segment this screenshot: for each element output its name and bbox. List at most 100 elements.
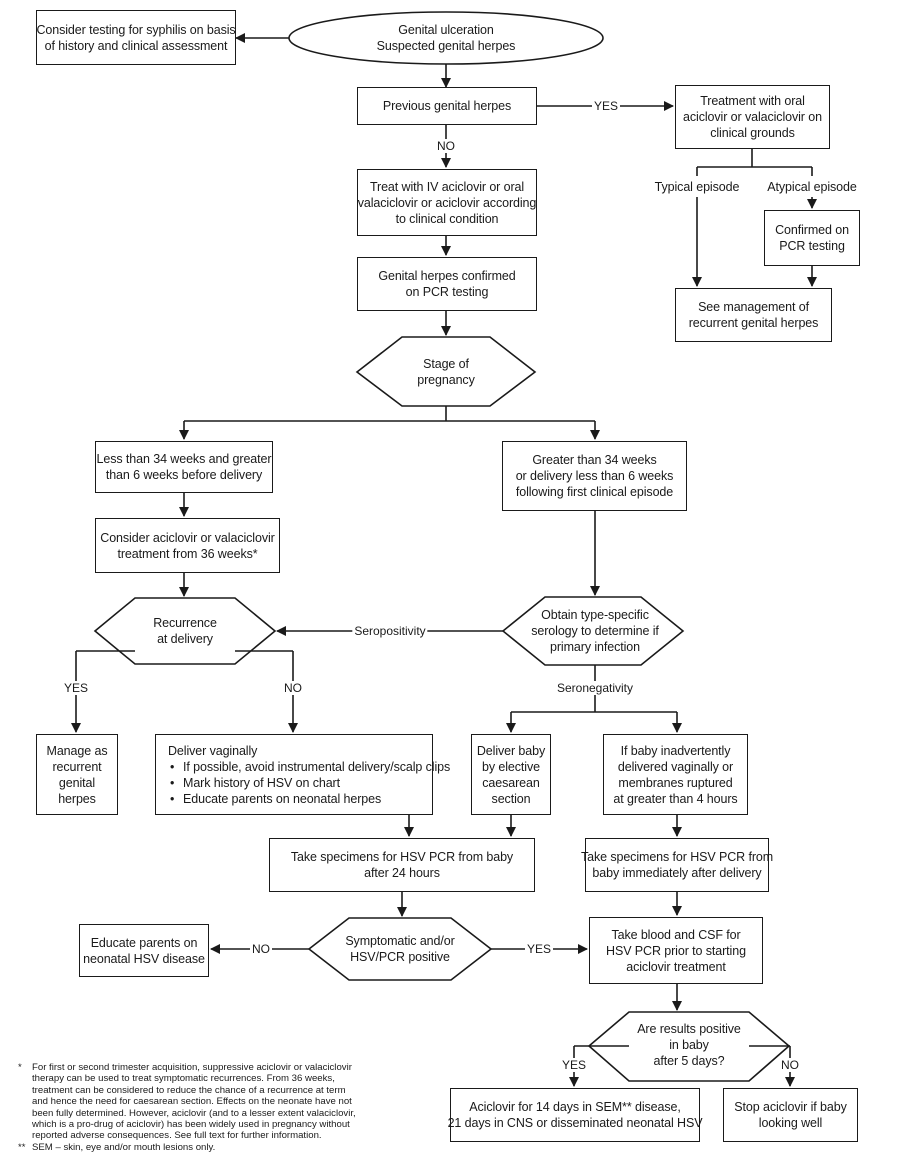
specimens-immediate-line-2: baby immediately after delivery bbox=[592, 866, 762, 880]
inadvertent-line-1: If baby inadvertently bbox=[620, 743, 731, 758]
no-symptomatic-label: NO bbox=[250, 942, 272, 956]
symptomatic-line-1: Symptomatic and/or bbox=[345, 934, 455, 948]
less34-line-2: than 6 weeks before delivery bbox=[105, 468, 263, 482]
caesarean-box: Deliver baby by elective caesarean secti… bbox=[471, 734, 551, 815]
herpes-confirmed-box: Genital herpes confirmed on PCR testing bbox=[357, 257, 537, 311]
symptomatic-line-2: HSV/PCR positive bbox=[350, 950, 450, 964]
footnote-1-mark: * bbox=[18, 1062, 22, 1073]
footnotes: * For first or second trimester acquisiti… bbox=[18, 1062, 363, 1153]
footnote-2-text-1: SEM – skin, eye and/or mouth lesions onl… bbox=[32, 1141, 216, 1153]
stage-line-1: Stage of bbox=[423, 357, 469, 371]
footnote-1-line-6: which is a pro-drug of aciclovir) has be… bbox=[32, 1119, 350, 1131]
blood-line-1: Take blood and CSF for bbox=[611, 927, 741, 942]
stage-of-pregnancy-node: Stage of pregnancy bbox=[400, 350, 492, 394]
caesarean-line-4: section bbox=[491, 791, 531, 806]
aciclovir-14-days-box: Aciclovir for 14 days in SEM** disease, … bbox=[447, 1088, 703, 1142]
oral-treatment-box: Treatment with oral aciclovir or valacic… bbox=[675, 85, 830, 149]
herpes-confirmed-line-1: Genital herpes confirmed bbox=[378, 269, 516, 283]
serology-line-3: primary infection bbox=[550, 640, 640, 654]
see-management-line-2: recurrent genital herpes bbox=[688, 316, 819, 330]
inadvertent-line-3: membranes ruptured bbox=[618, 775, 733, 790]
footnote-2-line-1: ** SEM – skin, eye and/or mouth lesions o… bbox=[18, 1142, 363, 1153]
inadvertent-delivery-box: If baby inadvertently delivered vaginall… bbox=[603, 734, 748, 815]
aciclovir14-line-2: 21 days in CNS or disseminated neonatal … bbox=[447, 1116, 703, 1130]
specimens-immediate-line-1: Take specimens for HSV PCR from bbox=[580, 850, 774, 864]
educate-line-1: Educate parents on bbox=[90, 935, 198, 950]
previous-line-1: Previous genital herpes bbox=[382, 99, 512, 113]
serology-line-1: Obtain type-specific bbox=[541, 608, 649, 622]
no-previous-label: NO bbox=[435, 139, 457, 153]
deliver-bullet-2: Mark history of HSV on chart bbox=[168, 775, 340, 791]
iv-treatment-box: Treat with IV aciclovir or oral valacicl… bbox=[357, 169, 537, 236]
herpes-confirmed-line-2: on PCR testing bbox=[405, 285, 489, 299]
specimens24-line-2: after 24 hours bbox=[364, 866, 440, 880]
inadvertent-line-4: at greater than 4 hours bbox=[613, 791, 738, 806]
caesarean-line-2: by elective bbox=[482, 759, 540, 774]
see-management-line-1: See management of bbox=[698, 300, 809, 314]
footnote-2-mark: ** bbox=[18, 1141, 26, 1153]
manage-line-1: Manage as bbox=[46, 743, 108, 758]
results-positive-node: Are results positive in baby after 5 day… bbox=[620, 1020, 758, 1070]
footnote-1-text-1: For first or second trimester acquisitio… bbox=[32, 1062, 352, 1073]
confirmed-pcr-box: Confirmed on PCR testing bbox=[764, 210, 860, 266]
footnote-1-line-3: treatment can be considered to reduce th… bbox=[32, 1084, 346, 1096]
footnote-1-line-5: been fully determined. However, aciclovi… bbox=[32, 1107, 356, 1119]
recurrence-at-delivery-node: Recurrence at delivery bbox=[135, 610, 235, 652]
confirmed-line-2: PCR testing bbox=[779, 239, 845, 253]
specimens-immediate-box: Take specimens for HSV PCR from baby imm… bbox=[581, 838, 773, 892]
consider36-line-2: treatment from 36 weeks* bbox=[117, 546, 258, 561]
stage-line-2: pregnancy bbox=[417, 373, 475, 387]
deliver-bullet-1: If possible, avoid instrumental delivery… bbox=[168, 759, 450, 775]
results-line-1: Are results positive bbox=[637, 1022, 741, 1036]
specimens-24-hours-box: Take specimens for HSV PCR from baby aft… bbox=[269, 838, 535, 892]
start-line-1: Genital ulceration bbox=[398, 23, 494, 37]
stage-hexagon-shape bbox=[355, 336, 537, 407]
deliver-vaginally-box: Deliver vaginally If possible, avoid ins… bbox=[155, 734, 450, 815]
see-management-box: See management of recurrent genital herp… bbox=[675, 288, 832, 342]
confirmed-line-1: Confirmed on bbox=[775, 223, 849, 237]
stop-line-2: looking well bbox=[758, 1116, 823, 1130]
less-than-34-weeks-box: Less than 34 weeks and greater than 6 we… bbox=[95, 441, 273, 493]
manage-line-4: herpes bbox=[58, 791, 96, 806]
footnote-1-line-4: and hence the need for caesarean section… bbox=[32, 1096, 352, 1108]
serology-line-2: serology to determine if bbox=[531, 624, 659, 638]
results-line-2: in baby bbox=[669, 1038, 709, 1052]
deliver-bullet-3: Educate parents on neonatal herpes bbox=[168, 791, 381, 807]
previous-herpes-box: Previous genital herpes bbox=[357, 87, 537, 125]
inadvertent-line-2: delivered vaginally or bbox=[617, 759, 734, 774]
seronegativity-label: Seronegativity bbox=[554, 681, 636, 695]
educate-line-2: neonatal HSV disease bbox=[83, 951, 205, 966]
iv-line-3: to clinical condition bbox=[395, 211, 499, 226]
serology-node: Obtain type-specific serology to determi… bbox=[520, 606, 670, 656]
no-recurrence-label: NO bbox=[282, 681, 304, 695]
recurrence-line-1: Recurrence bbox=[153, 616, 217, 630]
educate-neonatal-box: Educate parents on neonatal HSV disease bbox=[79, 924, 209, 977]
manage-line-3: genital bbox=[58, 775, 96, 790]
stop-line-1: Stop aciclovir if baby bbox=[734, 1100, 847, 1114]
oral-line-1: Treatment with oral bbox=[700, 94, 805, 108]
atypical-text: Atypical episode bbox=[767, 180, 857, 194]
serology-hexagon-shape bbox=[501, 596, 685, 666]
blood-csf-box: Take blood and CSF for HSV PCR prior to … bbox=[589, 917, 763, 984]
manage-recurrent-box: Manage as recurrent genital herpes bbox=[36, 734, 118, 815]
results-line-3: after 5 days? bbox=[653, 1054, 725, 1068]
caesarean-line-1: Deliver baby bbox=[476, 743, 546, 758]
aciclovir14-line-1: Aciclovir for 14 days in SEM** disease, bbox=[469, 1100, 681, 1114]
footnote-1-line-7: reported adverse consequences. See full … bbox=[32, 1130, 322, 1142]
greater-than-34-weeks-box: Greater than 34 weeks or delivery less t… bbox=[502, 441, 687, 511]
footnote-1-line-2: therapy can be used to treat symptomatic… bbox=[32, 1073, 335, 1085]
oral-line-2: aciclovir or valaciclovir on bbox=[683, 110, 822, 124]
syphilis-line-1: Consider testing for syphilis on basis bbox=[36, 22, 236, 37]
specimens24-line-1: Take specimens for HSV PCR from baby bbox=[290, 850, 514, 864]
consider-36-weeks-box: Consider aciclovir or valaciclovir treat… bbox=[95, 518, 280, 573]
blood-line-2: HSV PCR prior to starting bbox=[606, 943, 746, 958]
greater34-line-2: or delivery less than 6 weeks bbox=[515, 469, 674, 483]
stop-aciclovir-box: Stop aciclovir if baby looking well bbox=[723, 1088, 858, 1142]
yes-results-label: YES bbox=[559, 1058, 589, 1072]
yes-recurrence-label: YES bbox=[61, 681, 91, 695]
greater34-line-3: following first clinical episode bbox=[515, 485, 674, 499]
symptomatic-node: Symptomatic and/or HSV/PCR positive bbox=[340, 930, 460, 968]
typical-episode-label: Typical episode bbox=[640, 178, 754, 196]
iv-line-2: valaciclovir or aciclovir according bbox=[357, 195, 537, 210]
typical-text: Typical episode bbox=[654, 180, 740, 194]
